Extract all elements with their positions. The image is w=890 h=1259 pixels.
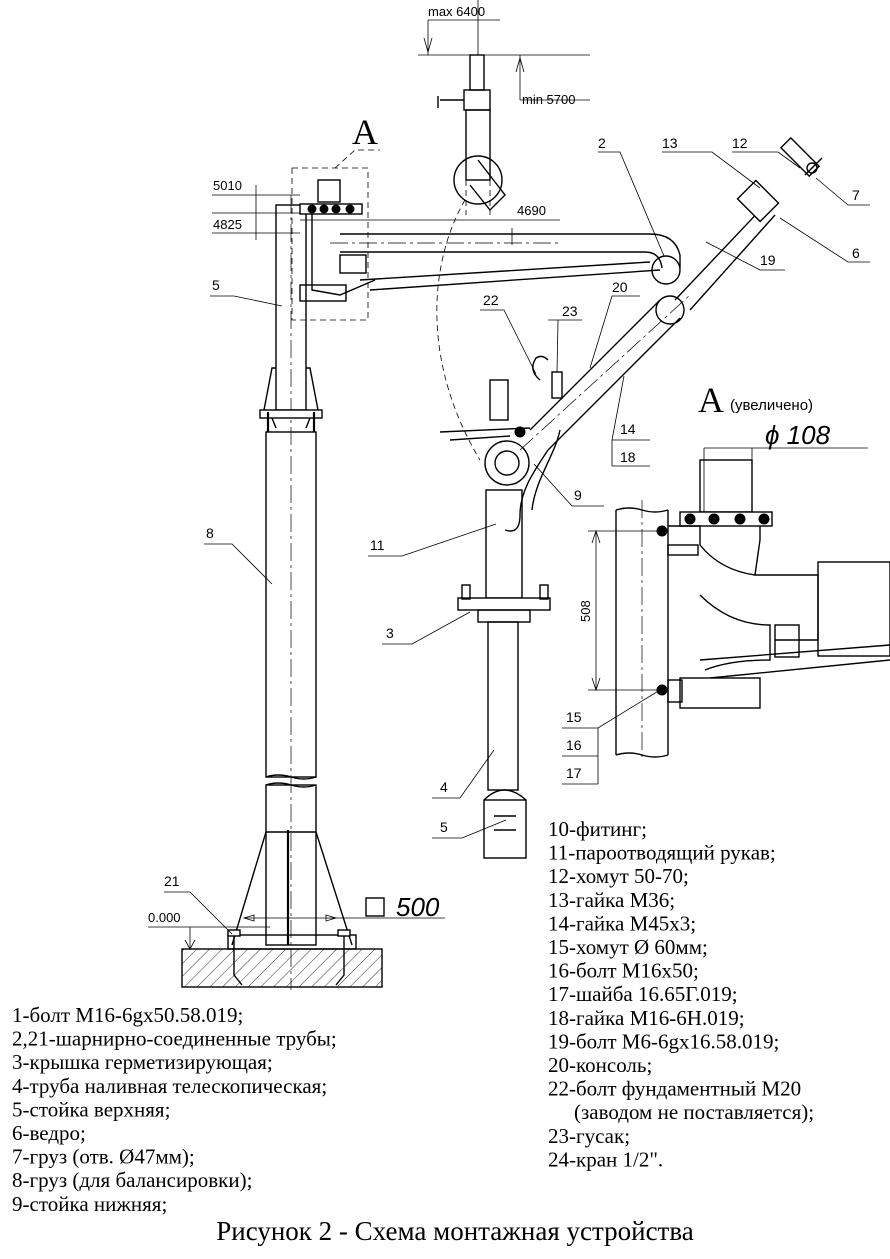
legend-right: 10-фитинг;11-пароотводящий рукав;12-хому… (548, 817, 814, 1171)
callout-14: 13 (662, 135, 678, 151)
callout-6: 5 (440, 819, 448, 835)
callout-15: 14 (620, 421, 636, 437)
support-column (227, 195, 357, 990)
callout-3: 3 (386, 625, 394, 641)
callout-9: 8 (206, 525, 214, 541)
callout-4: 4 (440, 779, 448, 795)
callout-leaders: 2 13 12 7 6 19 20 22 23 14 18 9 11 (164, 135, 870, 935)
legend-left-item: 1-болт М16-6gx50.58.019; (12, 1003, 243, 1027)
bolt-spacing-label: 508 (578, 600, 593, 622)
callout-2: 2 (598, 135, 606, 151)
arm-length-label: 4690 (517, 203, 546, 218)
legend-right-item: 10-фитинг; (548, 817, 647, 841)
raised-pipe-position (437, 54, 506, 215)
legend-right-item: 23-гусак; (548, 1124, 630, 1148)
legend-left-item: 6-ведро; (12, 1121, 86, 1145)
detail-note: (увеличено) (730, 397, 813, 414)
callout-8: 7 (852, 187, 860, 203)
swivel-arm (439, 136, 823, 532)
base-size-label: 500 (396, 892, 440, 922)
legend-left-item: 5-стойка верхняя; (12, 1097, 170, 1121)
legend-left-item: 9-стойка нижняя; (12, 1192, 167, 1216)
legend-left-item: 3-крышка герметизирующая; (12, 1050, 273, 1074)
legend-left-item: 2,21-шарнирно-соединенные трубы; (12, 1027, 337, 1051)
legend-left-item: 8-груз (для балансировки); (12, 1168, 252, 1192)
callout-12: 11 (370, 537, 385, 553)
callout-19: 18 (620, 449, 636, 465)
legend-right-item: 11-пароотводящий рукав; (548, 841, 776, 865)
legend-right-item: 14-гайка М45х3; (548, 911, 696, 935)
legend-right-item: 16-болт М16х50; (548, 959, 699, 983)
level-5010: 5010 (213, 178, 242, 193)
view-a-marker: A (291, 112, 380, 321)
arm-bracket: 4690 (299, 179, 681, 302)
legend-right-item: 19-болт М6-6gx16.58.019; (548, 1029, 779, 1053)
legend-right-item: 18-гайка М16-6Н.019; (548, 1006, 745, 1030)
callout-21: 20 (612, 279, 628, 295)
view-a-label: A (352, 112, 378, 152)
legend-left-item: 4-труба наливная телескопическая; (12, 1074, 327, 1098)
legend-left: 1-болт М16-6gx50.58.019;2,21-шарнирно-со… (12, 1003, 337, 1216)
callout-24: 23 (562, 303, 578, 319)
detail-a-label: A (698, 380, 724, 420)
legend-right-item: 22-болт фундаментный М20 (548, 1077, 801, 1101)
callout-16: 15 (566, 709, 582, 725)
pipe-diameter-label: ϕ 108 (765, 420, 831, 450)
callout-18: 17 (566, 765, 582, 781)
ground-level: 0.000 (148, 910, 181, 925)
detail-view-a: A (увеличено) ϕ 108 508 (578, 380, 890, 760)
callout-11: 9 (574, 487, 582, 503)
callout-23: 22 (483, 292, 499, 308)
height-range-dimensions: max 6400 min 5700 (418, 0, 590, 107)
callout-22: 21 (164, 873, 180, 889)
legend-right-item: 17-шайба 16.65Г.019; (548, 982, 738, 1006)
legend-right-item: (заводом не поставляется); (574, 1100, 814, 1124)
legend-right-item: 20-консоль; (548, 1053, 652, 1077)
legend-right-item: 24-кран 1/2". (548, 1147, 663, 1171)
loading-pipe (457, 489, 551, 859)
level-4825: 4825 (213, 217, 242, 232)
legend-right-item: 13-гайка М36; (548, 888, 675, 912)
legend-left-item: 7-груз (отв. Ø47мм); (12, 1145, 195, 1169)
figure-caption: Рисунок 2 - Схема монтажная устройства (216, 1216, 693, 1246)
callout-20: 19 (760, 252, 776, 268)
min-height-label: min 5700 (522, 92, 575, 107)
legend-right-item: 12-хомут 50-70; (548, 864, 689, 888)
swing-arc (436, 199, 481, 461)
level-dimensions: 5010 4825 (212, 178, 300, 240)
max-height-label: max 6400 (428, 4, 485, 19)
callout-7: 6 (852, 245, 860, 261)
legend-right-item: 15-хомут Ø 60мм; (548, 935, 708, 959)
foundation-block: 0.000 500 (148, 892, 445, 988)
callout-13: 12 (732, 135, 748, 151)
callout-17: 16 (566, 737, 582, 753)
callout-5-visible: 5 (212, 277, 220, 293)
